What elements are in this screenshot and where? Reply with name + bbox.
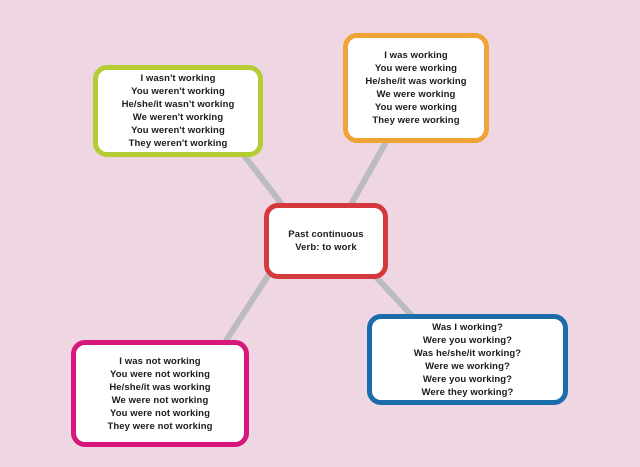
node-negative-full[interactable]: I was not working You were not working H… — [71, 340, 249, 447]
node-negative-contracted-text: I wasn't working You weren't working He/… — [121, 73, 235, 149]
node-questions[interactable]: Was I working? Were you working? Was he/… — [367, 314, 568, 405]
node-center-past-continuous[interactable]: Past continuous Verb: to work — [264, 203, 388, 279]
node-negative-contracted[interactable]: I wasn't working You weren't working He/… — [93, 65, 263, 157]
node-affirmative[interactable]: I was working You were working He/she/it… — [343, 33, 489, 143]
node-affirmative-text: I was working You were working He/she/it… — [365, 50, 467, 126]
node-questions-text: Was I working? Were you working? Was he/… — [413, 321, 522, 398]
connector-affirmative — [342, 133, 393, 217]
node-negative-full-text: I was not working You were not working H… — [107, 355, 213, 432]
connector-negative-full — [217, 263, 278, 352]
node-center-text: Past continuous Verb: to work — [288, 229, 364, 253]
